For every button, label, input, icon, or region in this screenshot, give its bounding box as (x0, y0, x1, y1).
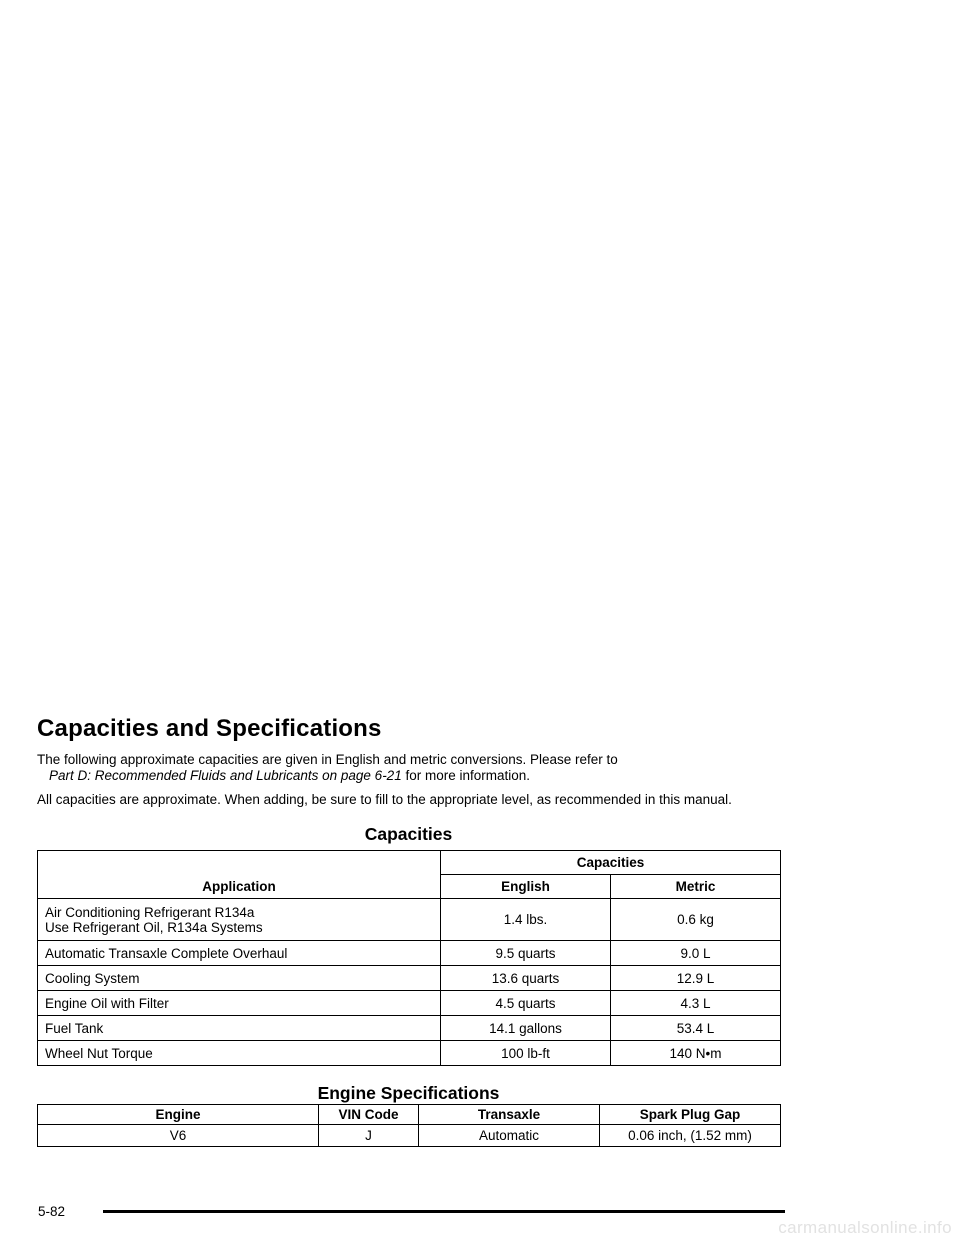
metric-cell: 140 N•m (609, 1040, 782, 1066)
metric-cell: 0.6 kg (609, 898, 782, 941)
table-row: Fuel Tank 14.1 gallons 53.4 L (37, 1015, 782, 1041)
table-row: V6 J Automatic 0.06 inch, (1.52 mm) (37, 1124, 781, 1147)
page-number: 5-82 (38, 1204, 66, 1219)
engine-specifications-title: Engine Specifications (317, 1083, 500, 1103)
header-spark-plug-gap: Spark Plug Gap (599, 1104, 781, 1125)
application-cell: Wheel Nut Torque (37, 1040, 441, 1066)
application-cell: Engine Oil with Filter (37, 990, 441, 1016)
fluids-reference-link[interactable]: Part D: Recommended Fluids and Lubricant… (49, 768, 402, 783)
english-cell: 100 lb-ft (440, 1040, 611, 1066)
english-cell: 1.4 lbs. (440, 898, 611, 941)
header-engine: Engine (37, 1104, 319, 1125)
application-cell: Fuel Tank (37, 1015, 441, 1041)
metric-cell: 12.9 L (609, 965, 782, 991)
application-cell: Air Conditioning Refrigerant R134a Use R… (37, 898, 441, 941)
english-cell: 13.6 quarts (440, 965, 611, 991)
capacities-note: All capacities are approximate. When add… (37, 792, 732, 807)
header-capacities: Capacities (439, 850, 782, 875)
footer-rule (103, 1210, 785, 1213)
intro-text: The following approximate capacities are… (37, 752, 618, 767)
table-row: Engine Oil with Filter 4.5 quarts 4.3 L (37, 990, 782, 1016)
header-vin-code: VIN Code (318, 1104, 419, 1125)
vin-code-cell: J (318, 1124, 419, 1147)
english-cell: 4.5 quarts (440, 990, 611, 1016)
header-english: English (440, 874, 611, 899)
header-metric: Metric (609, 874, 782, 899)
english-cell: 9.5 quarts (440, 940, 611, 966)
header-transaxle: Transaxle (418, 1104, 600, 1125)
engine-cell: V6 (37, 1124, 319, 1147)
capacities-table-title: Capacities (364, 824, 453, 844)
transaxle-cell: Automatic (418, 1124, 600, 1147)
table-row: Automatic Transaxle Complete Overhaul 9.… (37, 940, 782, 966)
application-line: Air Conditioning Refrigerant R134a (45, 904, 255, 920)
intro-suffix: for more information. (401, 768, 530, 783)
application-cell: Cooling System (37, 965, 441, 991)
engine-specifications-table: Engine VIN Code Transaxle Spark Plug Gap… (37, 1104, 781, 1147)
capacities-table: Application Capacities English Metric Ai… (37, 850, 782, 1066)
application-cell: Automatic Transaxle Complete Overhaul (37, 940, 441, 966)
table-row: Cooling System 13.6 quarts 12.9 L (37, 965, 782, 991)
metric-cell: 53.4 L (609, 1015, 782, 1041)
header-application: Application (37, 850, 441, 899)
page-title: Capacities and Specifications (37, 715, 382, 742)
table-row: Wheel Nut Torque 100 lb-ft 140 N•m (37, 1040, 782, 1066)
english-cell: 14.1 gallons (440, 1015, 611, 1041)
watermark: carmanualsonline.info (778, 1218, 952, 1237)
spark-plug-gap-cell: 0.06 inch, (1.52 mm) (599, 1124, 781, 1147)
table-row: Air Conditioning Refrigerant R134a Use R… (37, 898, 782, 941)
intro-paragraph: The following approximate capacities are… (37, 752, 797, 784)
application-line: Use Refrigerant Oil, R134a Systems (45, 919, 263, 935)
metric-cell: 4.3 L (609, 990, 782, 1016)
metric-cell: 9.0 L (609, 940, 782, 966)
